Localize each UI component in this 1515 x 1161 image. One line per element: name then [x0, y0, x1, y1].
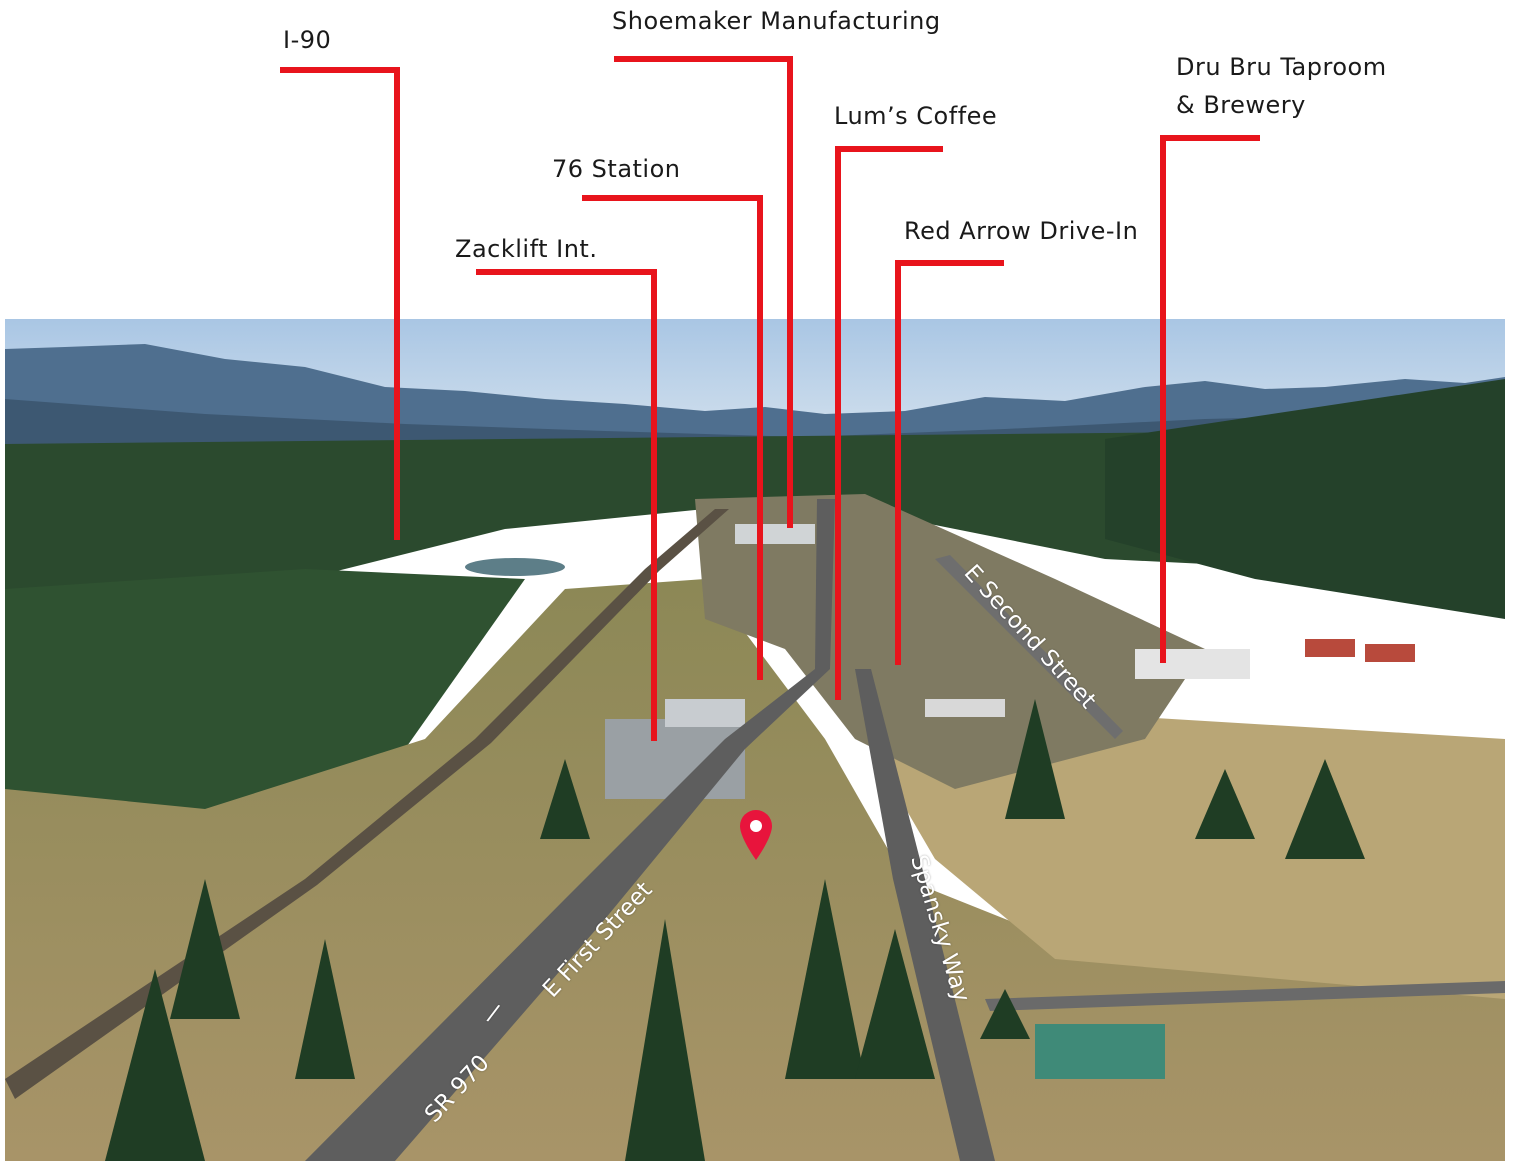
building — [925, 699, 1005, 717]
pond — [465, 558, 565, 576]
road-spansky — [855, 669, 995, 1161]
callout-red-arrow: Red Arrow Drive-In — [904, 217, 1139, 245]
building — [735, 524, 815, 544]
building — [1035, 1024, 1165, 1079]
callout-dru-bru-line1: Dru Bru Taproom — [1176, 53, 1387, 81]
callout-i90: I-90 — [283, 26, 332, 54]
forest-left — [5, 569, 525, 819]
callout-shoemaker: Shoemaker Manufacturing — [612, 7, 941, 35]
road-cross — [985, 981, 1505, 1011]
building — [1135, 649, 1250, 679]
callout-lums: Lum’s Coffee — [834, 102, 998, 130]
callout-dru-bru-line2: & Brewery — [1176, 91, 1306, 119]
road-main-north — [815, 499, 835, 669]
building — [1305, 639, 1355, 657]
aerial-scene — [5, 319, 1505, 1161]
ground — [5, 579, 1505, 1161]
building — [1365, 644, 1415, 662]
callout-zacklift: Zacklift Int. — [455, 235, 598, 263]
road-e-first — [305, 669, 830, 1161]
trees — [105, 699, 1365, 1161]
callout-76-station: 76 Station — [552, 155, 681, 183]
building — [665, 699, 745, 727]
aerial-photo — [5, 319, 1505, 1161]
